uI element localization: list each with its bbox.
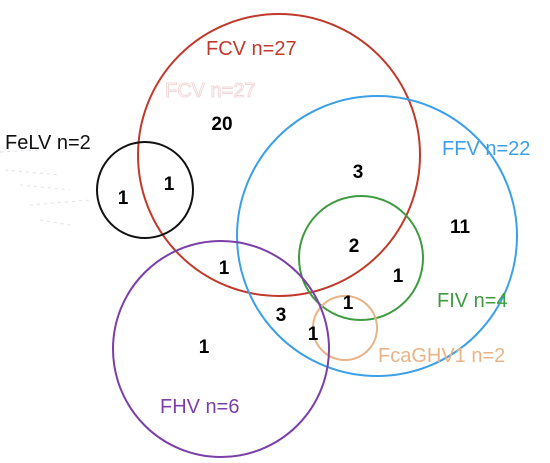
fiv-circle — [298, 195, 424, 321]
count-fhv-only: 1 — [199, 337, 210, 358]
count-fcv-fhv: 1 — [219, 258, 230, 279]
count-ffv-fiv: 1 — [393, 266, 404, 287]
count-felv-fcv: 1 — [164, 174, 175, 195]
count-felv-only: 1 — [118, 188, 129, 209]
ffv-circle — [236, 95, 518, 377]
fcv-label: FCV n=27 — [206, 38, 297, 60]
felv-circle — [96, 141, 194, 239]
fcv-circle — [137, 13, 421, 297]
fiv-label: FIV n=4 — [437, 290, 508, 312]
fcaghv1-label: FcaGHV1 n=2 — [378, 345, 505, 367]
fhv-circle — [112, 240, 330, 458]
count-fcv-ffv: 3 — [353, 162, 364, 183]
fcaghv1-circle — [312, 295, 378, 361]
felv-label: FeLV n=2 — [5, 132, 91, 154]
count-fcv-ffv-fhv: 3 — [276, 305, 287, 326]
fhv-label: FHV n=6 — [160, 396, 239, 418]
count-fcv-ffv-fiv-fcaghv1: 1 — [343, 293, 354, 314]
count-fcv-ffv-fhv-fcaghv1: 1 — [308, 324, 319, 345]
count-fcv-ffv-fiv: 2 — [349, 236, 360, 257]
count-fcv-only: 20 — [211, 114, 232, 135]
ffv-label: FFV n=22 — [442, 138, 530, 160]
count-ffv-only: 11 — [450, 217, 471, 238]
ghost-fcv-label: FCV n=27 — [165, 80, 256, 102]
faded-artifacts — [0, 149, 91, 226]
